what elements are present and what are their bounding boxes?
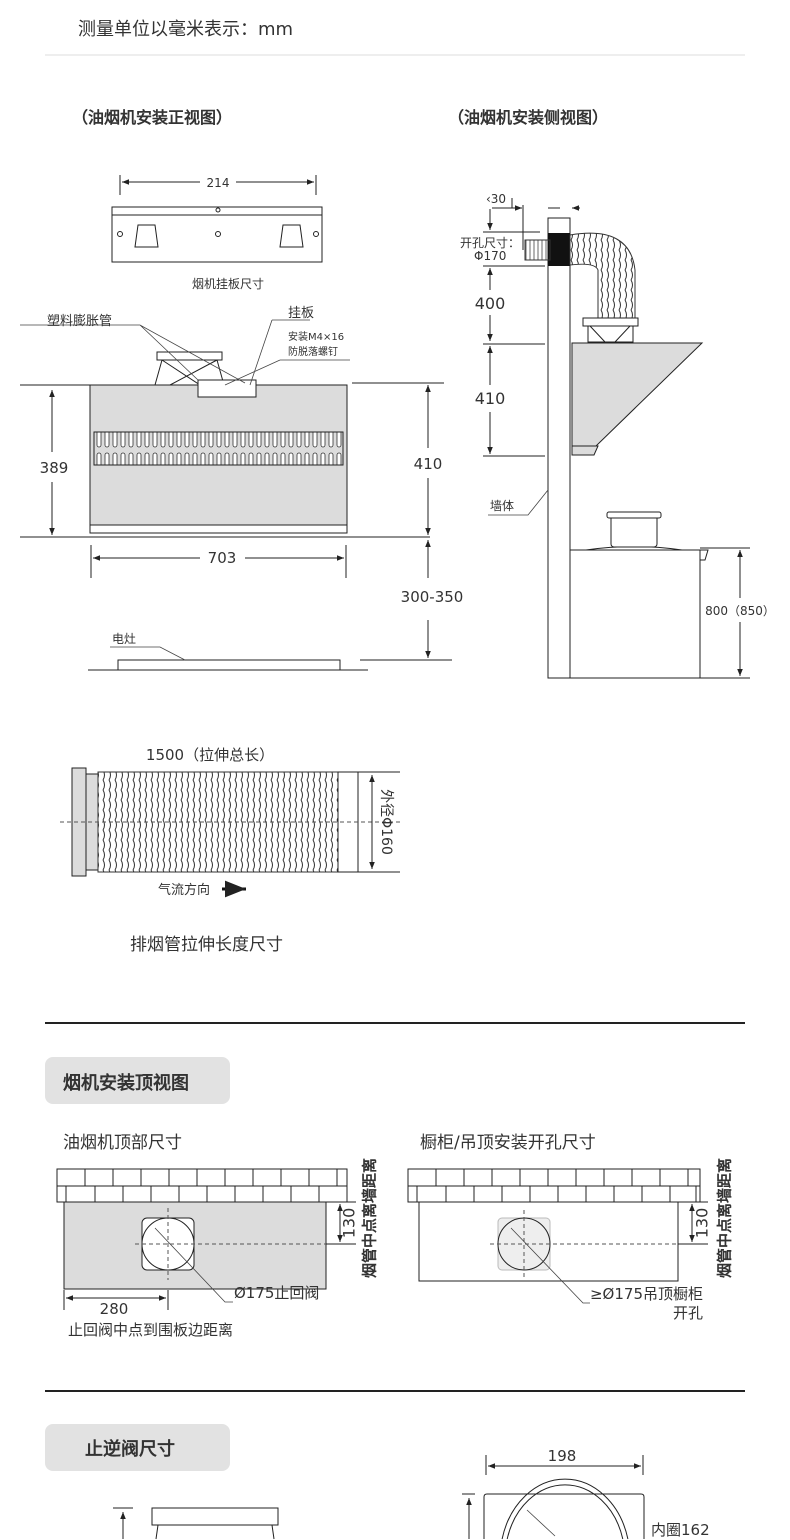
hose-length-label: 1500（拉伸总长） [146, 746, 274, 764]
dim-counter-height: 800（850） [705, 604, 775, 618]
label-wall: 墙体 [490, 499, 514, 513]
hood-top-drawing [56, 1168, 356, 1310]
front-view-title: （油烟机安装正视图） [72, 108, 232, 127]
dim-stove-gap: 300-350 [401, 588, 464, 606]
dim-width: 703 [208, 549, 237, 567]
label-screw-2: 防脱落螺钉 [288, 345, 338, 358]
label-expansion-tube: 塑料膨胀管 [47, 314, 112, 329]
dim-198: 198 [548, 1447, 577, 1465]
dim-130-left: 130 [340, 1208, 359, 1239]
front-hood [20, 319, 350, 534]
hole-label-2: Φ170 [474, 249, 506, 263]
hole-label-2: 开孔 [673, 1304, 703, 1322]
mounting-plate [111, 175, 323, 263]
valve-badge-text: 止逆阀尺寸 [85, 1438, 175, 1460]
edge-dist-label: 止回阀中点到围板边距离 [68, 1321, 233, 1339]
dim-left-height: 389 [40, 459, 69, 477]
dim-400: 400 [475, 294, 506, 313]
cabinet-hole-drawing [407, 1168, 708, 1304]
top-left-title: 油烟机顶部尺寸 [63, 1133, 182, 1153]
inner-ring-label: 内圈162 [651, 1521, 710, 1539]
label-screw-1: 安装M4×16 [288, 330, 344, 343]
airflow-label: 气流方向 [158, 882, 210, 898]
dim-280: 280 [100, 1300, 129, 1318]
hole-label-1: 开孔尺寸： [460, 236, 520, 250]
dim-offset: ‹30 [486, 192, 506, 206]
valve-drawing [113, 1455, 645, 1540]
exhaust-hose [60, 767, 400, 898]
dim-right-height: 410 [414, 455, 443, 473]
wall-dist-label-right: 烟管中点离墙距离 [716, 1158, 734, 1278]
plate-width-dim: 214 [207, 176, 230, 190]
label-stove: 电灶 [112, 632, 136, 646]
top-view-badge-text: 烟机安装顶视图 [63, 1072, 189, 1094]
hose-diameter-label: 外径Φ160 [378, 789, 394, 855]
hose-caption: 排烟管拉伸长度尺寸 [130, 935, 283, 955]
valve-badge [45, 1424, 230, 1471]
side-view-title: （油烟机安装侧视图） [448, 108, 608, 127]
valve-label: Ø175止回阀 [234, 1284, 319, 1302]
top-right-title: 橱柜/吊顶安装开孔尺寸 [420, 1133, 596, 1153]
label-hanging-plate: 挂板 [288, 306, 314, 321]
plate-caption: 烟机挂板尺寸 [192, 277, 264, 291]
side-drawing [483, 198, 750, 679]
dim-130-right: 130 [693, 1208, 712, 1239]
units-note: 测量单位以毫米表示：mm [78, 19, 293, 40]
dim-410: 410 [475, 389, 506, 408]
wall-dist-label-left: 烟管中点离墙距离 [361, 1158, 379, 1278]
top-view-badge [45, 1057, 230, 1104]
front-dimensions [20, 382, 452, 671]
hole-label-1: ≥Ø175吊顶橱柜 [590, 1285, 703, 1303]
